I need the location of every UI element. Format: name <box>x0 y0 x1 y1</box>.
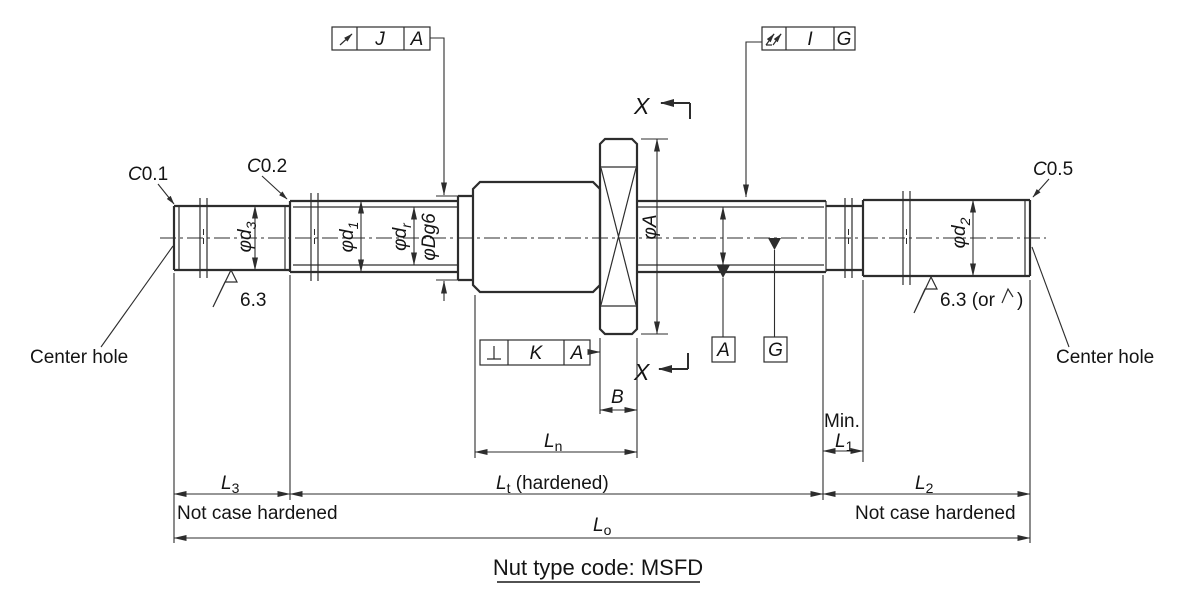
chamfer-c02-label: C0.2 <box>247 156 287 177</box>
page-title: Nut type code: MSFD <box>493 555 703 580</box>
surface-finish-right-label: 6.3 (or <box>940 290 996 311</box>
center-line <box>160 229 1046 247</box>
note-not-case-hardened-right: Not case hardened <box>855 503 1016 524</box>
dia-Dg6-label: φDg6 <box>419 213 440 261</box>
surface-finish-left-label: 6.3 <box>240 290 266 311</box>
surface-finish-right-close: ) <box>1017 290 1023 311</box>
center-hole-left-label: Center hole <box>30 347 128 368</box>
dim-L2-label: L2 <box>915 473 934 496</box>
perpendicularity-icon <box>487 346 501 360</box>
length-dimensions: B Ln Min. L1 L3 Lt (hardened) L2 Not cas… <box>173 273 1031 543</box>
dim-Ln-label: Ln <box>544 431 562 454</box>
total-runout-leader <box>743 41 762 198</box>
datum-g-triangle-icon <box>768 238 781 250</box>
diameter-dimensions <box>252 37 976 335</box>
datum-a-triangle-icon <box>716 265 730 278</box>
dia-A-label: φA <box>640 214 661 239</box>
gdt-frame-perpendicularity: K A <box>479 339 601 366</box>
dia-d1-label: φd1 <box>337 222 361 253</box>
chamfer-c05-label: C0.5 <box>1033 159 1073 180</box>
total-runout-datum: G <box>837 29 852 50</box>
center-hole-right-label: Center hole <box>1056 347 1154 368</box>
total-runout-icon <box>765 33 782 46</box>
dia-d2-label: φd2 <box>949 217 973 248</box>
title-block: Nut type code: MSFD <box>493 555 703 583</box>
dim-L3-label: L3 <box>221 473 240 496</box>
roughness-icon <box>212 268 238 308</box>
gdt-frame-runout: J A <box>331 26 431 51</box>
dia-d3-label: φd3 <box>235 221 259 252</box>
shaft-outline <box>172 137 1032 336</box>
chamfer-callouts: C0.1 C0.2 C0.5 <box>128 156 1073 205</box>
chamfer-c01-label: C0.1 <box>128 164 168 185</box>
runout-datum: A <box>410 29 424 50</box>
gdt-frame-total-runout: I G <box>743 26 856 198</box>
perpendicularity-tolerance: K <box>530 343 544 364</box>
total-runout-tolerance: I <box>807 29 813 50</box>
datum-targets: A G <box>711 206 788 363</box>
runout-tolerance: J <box>374 29 385 50</box>
dia-dr-label: φdr <box>390 222 414 251</box>
surface-finish-right: 6.3 (or ) <box>913 275 1023 314</box>
basic-roughness-icon <box>1001 287 1014 304</box>
section-x-bottom-label: X <box>633 359 651 385</box>
surface-finish-left: 6.3 <box>212 268 266 311</box>
section-x-top-label: X <box>633 93 651 119</box>
dim-B-label: B <box>611 387 624 408</box>
datum-g-label: G <box>768 340 783 361</box>
center-hole-callouts: Center hole Center hole <box>30 245 1154 368</box>
datum-a-label: A <box>716 340 730 361</box>
note-not-case-hardened-left: Not case hardened <box>177 503 338 524</box>
roughness-icon <box>913 275 938 314</box>
dim-Lo-label: Lo <box>593 515 612 538</box>
dim-Lt-label: Lt (hardened) <box>496 473 609 496</box>
perpendicularity-datum: A <box>570 343 584 364</box>
runout-icon <box>339 33 353 46</box>
dim-L1-label: L1 <box>835 431 854 454</box>
dim-L1-min-label: Min. <box>824 411 860 432</box>
